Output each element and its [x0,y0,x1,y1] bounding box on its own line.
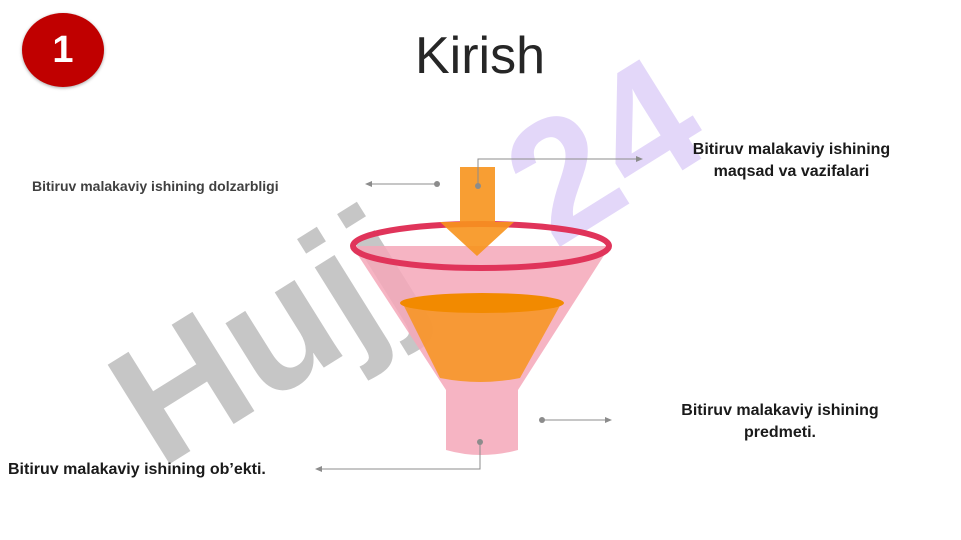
label-goals: Bitiruv malakaviy ishining maqsad va vaz… [692,141,891,180]
down-arrow-icon [440,167,514,256]
connector-relevance-dot [434,181,440,187]
funnel-inner-cone [402,302,562,382]
slide-number-badge: 1 [22,13,104,87]
label-relevance: Bitiruv malakaviy ishining dolzarbligi [32,178,279,194]
connector-object [320,442,481,470]
watermark-text-grey: Hujj [79,170,452,501]
connector-relevance-arrowhead [365,181,372,187]
connector-goals-dot [475,183,481,189]
label-subject: Bitiruv malakaviy ishining predmeti. [681,402,879,441]
funnel-inner-rim [400,293,564,313]
funnel-body [352,246,610,455]
label-object: Bitiruv malakaviy ishining ob’ekti. [8,461,266,478]
slide-number: 1 [52,28,74,71]
connector-goals [477,158,640,186]
watermark-grey-part: Hujj [79,170,452,501]
funnel-rim [350,221,612,271]
connector-subject-dot [539,417,545,423]
connector-subject-arrowhead [605,417,612,423]
connector-object-dot [477,439,483,445]
connector-goals-arrowhead [636,156,643,162]
slide-title: Kirish [414,27,546,85]
